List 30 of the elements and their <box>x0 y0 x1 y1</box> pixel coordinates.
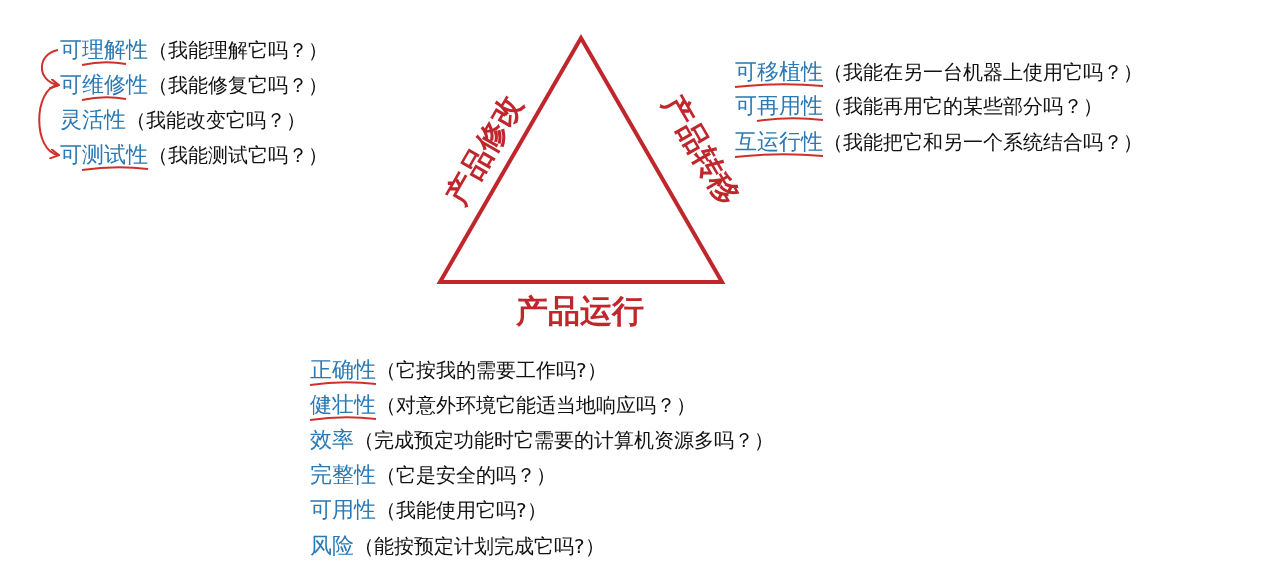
quality-term: 效率 <box>310 427 354 452</box>
question-text: （我能测试它吗？） <box>148 143 328 167</box>
quality-term: 互运行性 <box>735 129 823 154</box>
quality-term: 可再用性 <box>735 93 823 118</box>
question-text: （我能使用它吗?） <box>376 498 547 522</box>
quality-term: 正确性 <box>310 357 376 382</box>
question-text: （我能把它和另一个系统结合吗？） <box>823 130 1143 154</box>
question-text: （完成预定功能时它需要的计算机资源多吗？） <box>354 428 774 452</box>
arrow <box>38 84 60 158</box>
quality-term: 完整性 <box>310 462 376 487</box>
side-label: 产品运行 <box>516 291 644 332</box>
arrow <box>40 49 60 89</box>
question-text: （能按预定计划完成它吗?） <box>354 534 605 558</box>
quality-term: 可测试性 <box>60 142 148 167</box>
quality-term: 可理解性 <box>60 37 148 62</box>
quality-term: 可用性 <box>310 497 376 522</box>
question-text: （我能再用它的某些部分吗？） <box>823 94 1103 118</box>
quality-term: 灵活性 <box>60 107 126 132</box>
quality-term: 可维修性 <box>60 72 148 97</box>
question-text: （我能理解它吗？） <box>148 38 328 62</box>
question-text: （它按我的需要工作吗?） <box>376 358 607 382</box>
question-text: （我能修复它吗？） <box>148 73 328 97</box>
side-label: 产品修改 <box>438 87 531 213</box>
quality-term: 可移植性 <box>735 59 823 84</box>
question-text: （它是安全的吗？） <box>376 463 556 487</box>
question-text: （我能在另一台机器上使用它吗？） <box>823 60 1143 84</box>
question-text: （对意外环境它能适当地响应吗？） <box>376 393 696 417</box>
quality-term: 健壮性 <box>310 392 376 417</box>
quality-term: 风险 <box>310 533 354 558</box>
question-text: （我能改变它吗？） <box>126 108 306 132</box>
